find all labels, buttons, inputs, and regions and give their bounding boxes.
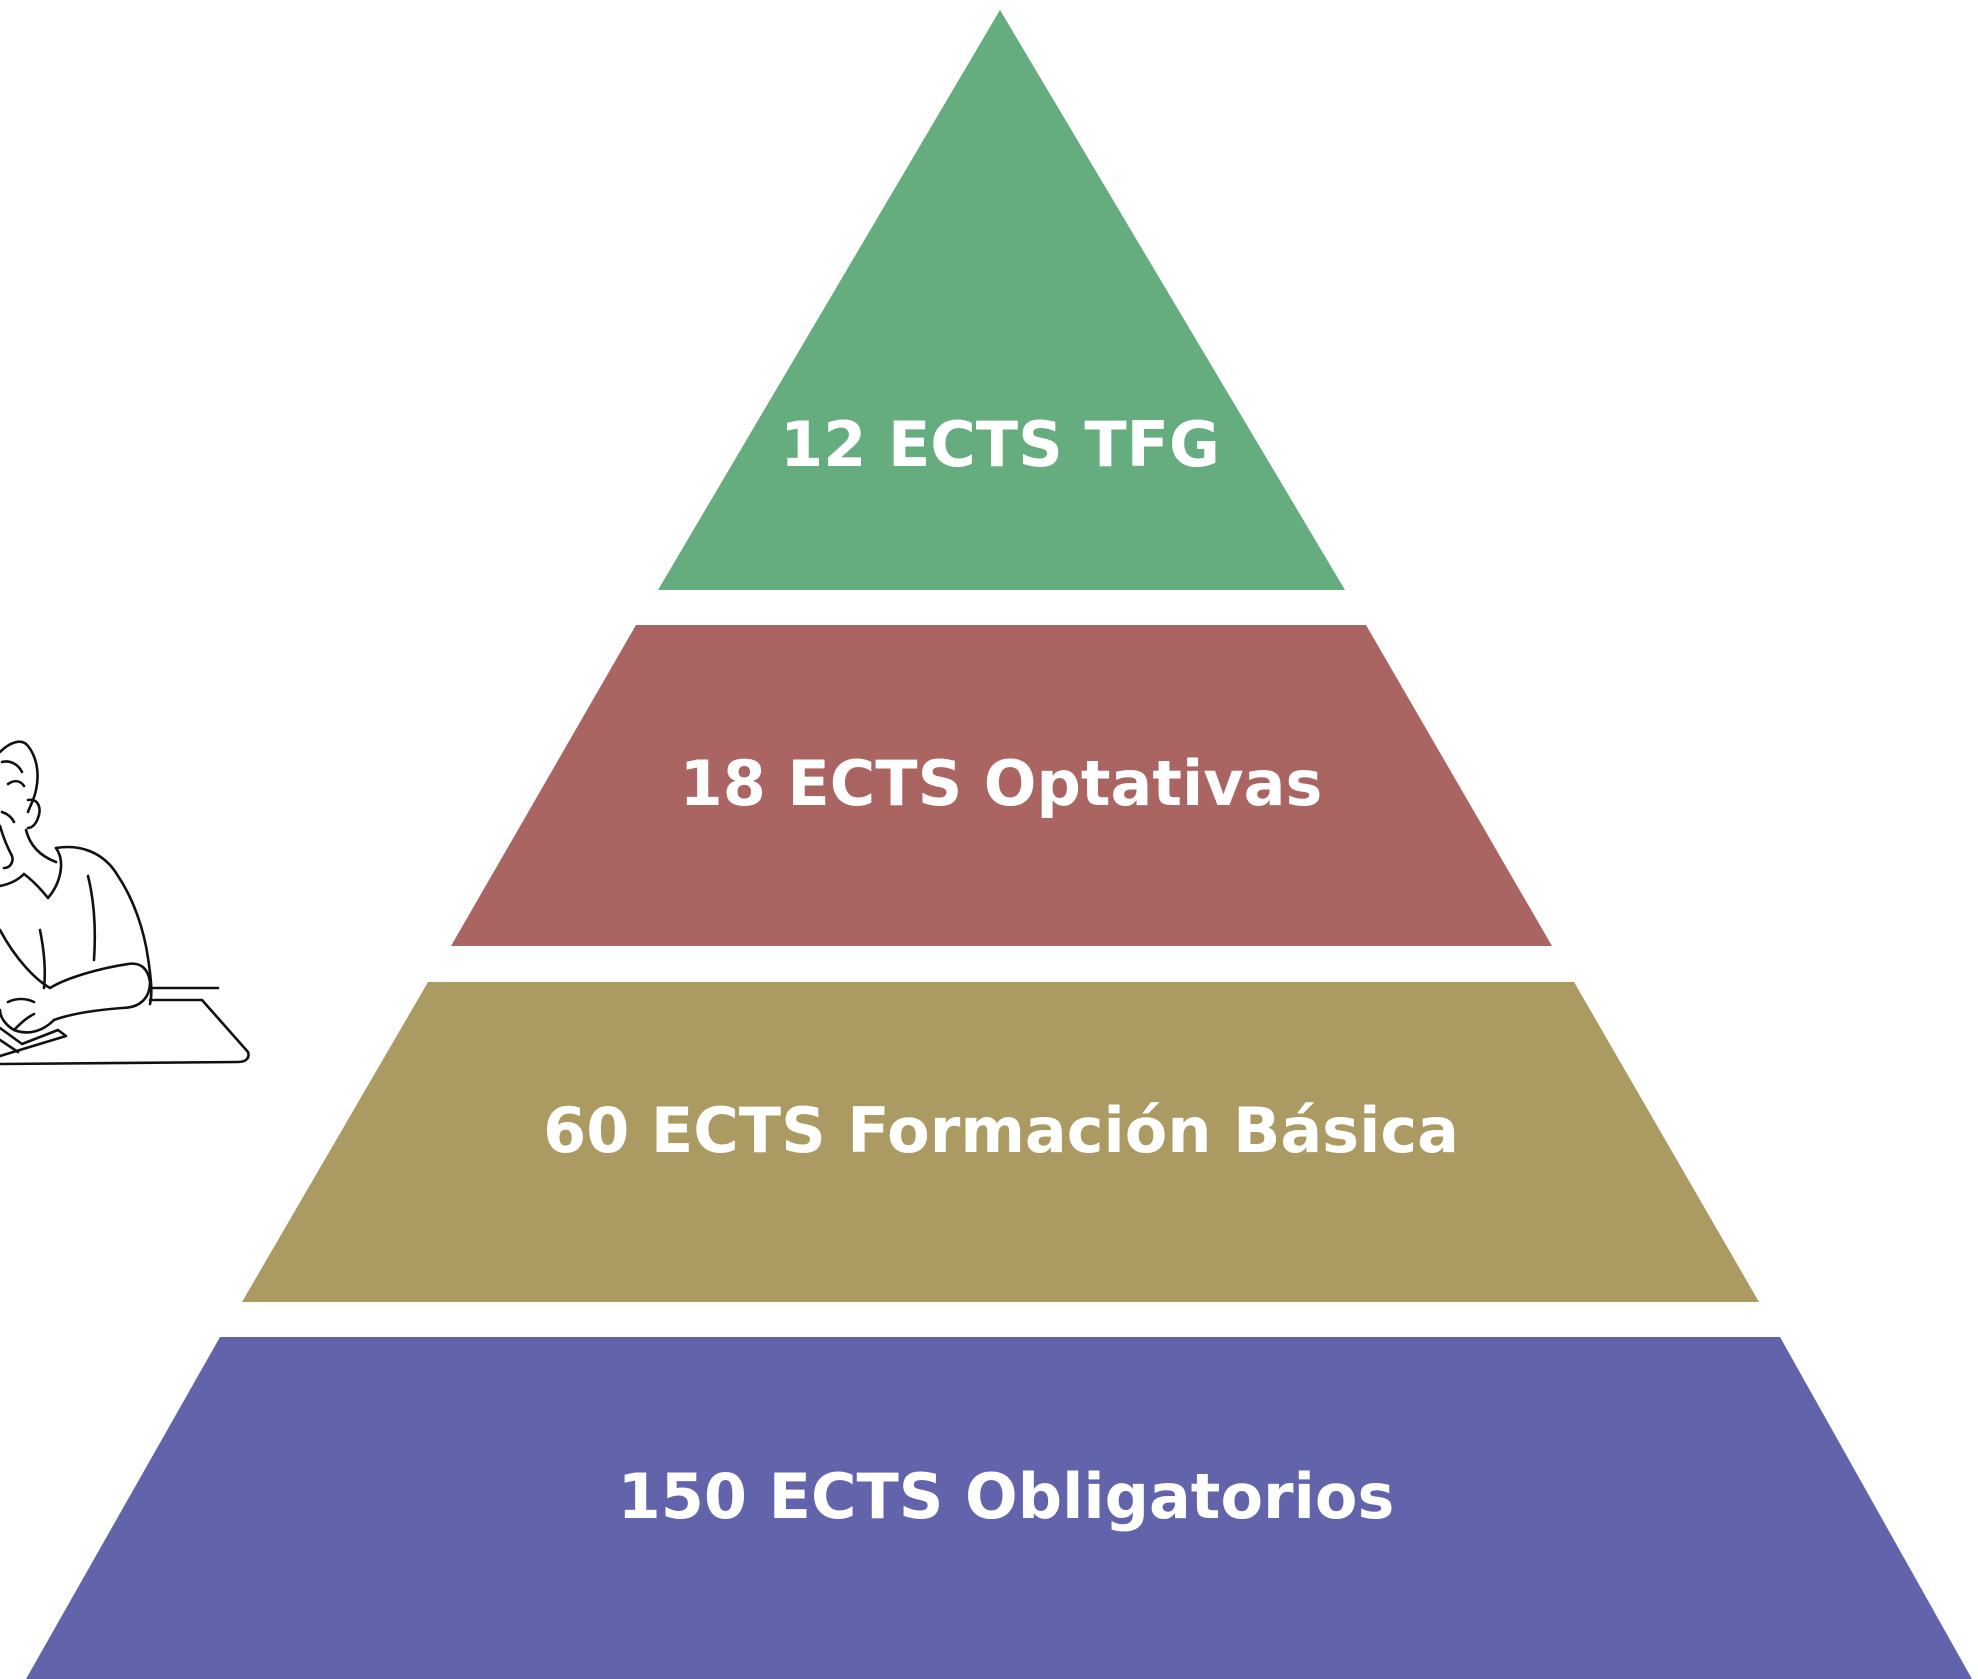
tier-shape-optativas (451, 625, 1552, 946)
pyramid-tier-obligatorios: 150 ECTS Obligatorios (26, 1337, 1972, 1679)
tier-label-formacion-basica: 60 ECTS Formación Básica (543, 1094, 1459, 1167)
pyramid-tier-formacion-basica: 60 ECTS Formación Básica (242, 982, 1759, 1302)
tier-shape-formacion-basica (242, 982, 1759, 1302)
pyramid-tier-optativas: 18 ECTS Optativas (451, 625, 1552, 946)
tier-label-obligatorios: 150 ECTS Obligatorios (618, 1460, 1395, 1533)
tier-label-tfg: 12 ECTS TFG (780, 408, 1220, 481)
pyramid-tier-tfg: 12 ECTS TFG (658, 10, 1345, 590)
pyramid: 12 ECTS TFG 18 ECTS Optativas 60 ECTS Fo… (26, 10, 1972, 1679)
tier-shape-obligatorios (26, 1337, 1972, 1679)
tier-label-optativas: 18 ECTS Optativas (680, 747, 1323, 820)
tier-shape-tfg (658, 10, 1345, 590)
student-reading-icon (0, 740, 250, 1066)
